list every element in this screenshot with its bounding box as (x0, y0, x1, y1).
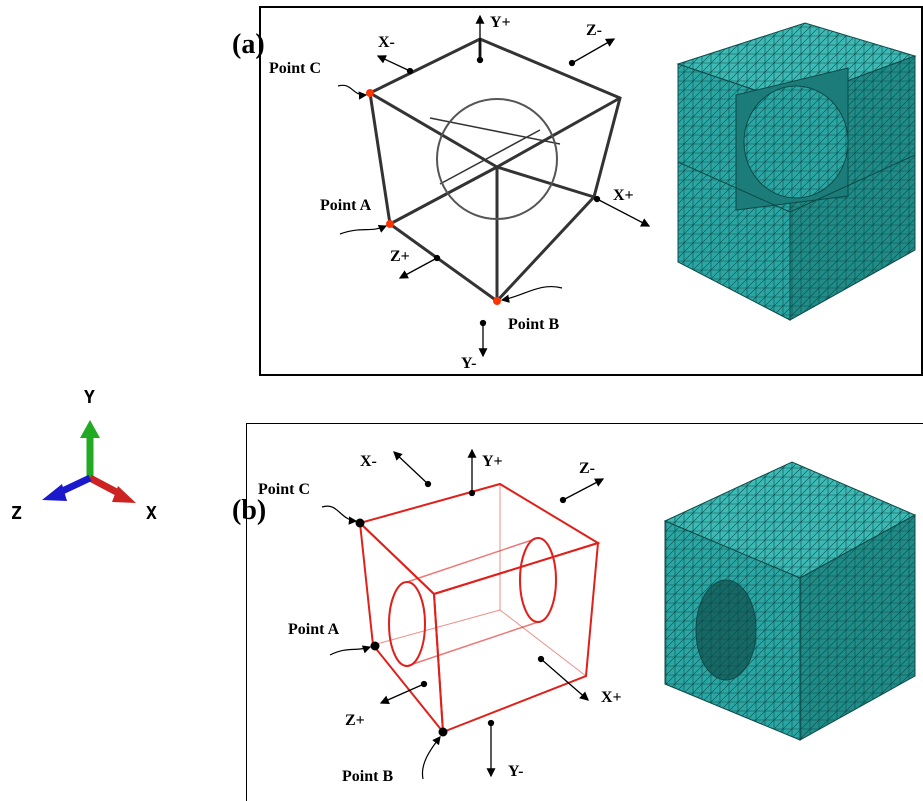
panel-a-y-minus: Y- (461, 355, 476, 372)
panel-b-label: (b) (232, 495, 266, 526)
triad-x-label: X (146, 503, 157, 524)
panel-a (259, 6, 923, 376)
triad-y-arrowhead (80, 420, 100, 438)
panel-b-point-a-label: Point A (288, 621, 340, 638)
panel-b-x-plus: X+ (601, 689, 622, 706)
panel-b-z-plus: Z+ (345, 712, 365, 729)
panel-a-z-plus: Z+ (390, 248, 410, 265)
panel-a-y-plus: Y+ (490, 14, 511, 31)
panel-a-meshed-cube (676, 22, 917, 321)
panel-b-point-b-marker (438, 727, 448, 737)
panel-a-point-c-pointer (337, 84, 368, 100)
triad-z-label: Z (11, 503, 22, 524)
panel-b-z-minus: Z- (579, 460, 595, 477)
panel-b-wireframe-cube (358, 482, 601, 736)
panel-a-x-plus: X+ (613, 187, 634, 204)
panel-b-point-c-label: Point C (258, 481, 310, 498)
panel-a-point-b-marker (493, 297, 501, 305)
panel-b-point-a-pointer (329, 645, 372, 656)
panel-b-point-c-pointer (321, 505, 358, 525)
panel-b-point-b-label: Point B (342, 768, 393, 785)
triad-z-arrowhead (42, 484, 67, 501)
panel-b-point-b-pointer (421, 736, 441, 780)
triad-y-label: Y (84, 387, 95, 408)
panel-b (246, 423, 923, 801)
panel-b-y-minus: Y- (508, 763, 523, 780)
panel-b-point-c-marker (355, 518, 365, 528)
panel-a-x-minus: X- (378, 34, 395, 51)
panel-a-label: (a) (232, 29, 265, 60)
panel-b-point-a-marker (370, 641, 380, 651)
panel-a-direction-arrows (376, 14, 651, 358)
panel-a-point-a-label: Point A (320, 197, 372, 214)
panel-a-point-b-label: Point B (508, 316, 559, 333)
panel-a-point-c-label: Point C (269, 60, 321, 77)
panel-a-point-b-pointer (500, 286, 563, 303)
panel-b-meshed-cube (663, 461, 917, 741)
panel-b-direction-arrows (379, 448, 605, 778)
panel-a-point-a-marker (386, 220, 394, 228)
panel-b-x-minus: X- (360, 453, 377, 470)
panel-a-point-c-marker (366, 89, 374, 97)
panel-a-spherical-void (436, 98, 558, 220)
triad-x-arrowhead (112, 486, 136, 503)
panel-a-point-a-pointer (339, 225, 388, 235)
panel-a-z-minus: Z- (586, 22, 602, 39)
panel-b-y-plus: Y+ (482, 453, 503, 470)
